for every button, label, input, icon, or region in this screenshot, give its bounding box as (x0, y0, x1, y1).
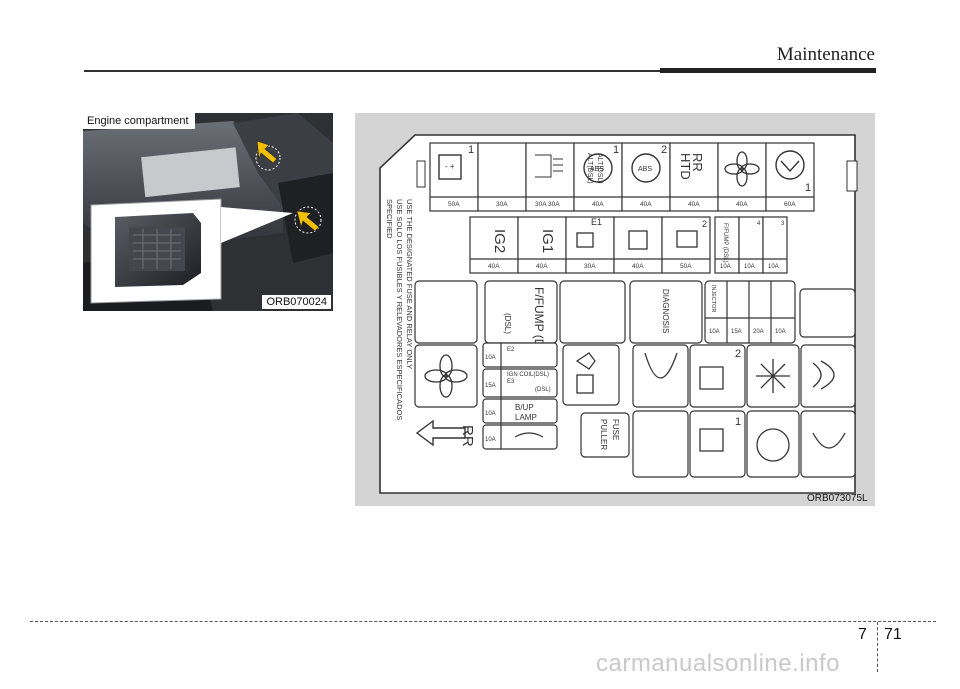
header-rule-accent (660, 68, 876, 73)
row2-fuse-amp-4: 50A (680, 263, 692, 270)
diagnosis-label: DIAGNOSIS (661, 289, 670, 333)
ffump-sub: (DSL) (503, 313, 512, 334)
top-fuse-amp-3: 40A (592, 201, 604, 208)
svg-text:ABS: ABS (638, 166, 652, 173)
rr-label: RR (459, 425, 476, 447)
row2-fuse-label-1: IG1 (539, 229, 556, 253)
top-fuse-amp-0: 50A (448, 201, 460, 208)
fuse-box-diagram: - + ABS ABS ALT(DSL) ALT(DSL) RR HTD 1 1… (355, 113, 875, 506)
note-line-3: SPECIFIED (385, 199, 394, 239)
top-fuse-amp-7: 60A (784, 201, 796, 208)
top-row-text-5: HTD (678, 153, 693, 180)
page-chapter: 7 (858, 626, 867, 643)
note-line-2: USE SOLO LOS FUSIBLES Y RELEVADORES ESPE… (395, 199, 404, 420)
footer-separator (877, 622, 878, 672)
top-row-text-1: ALT(DSL) (586, 153, 593, 184)
row3-amp-3: 10A (775, 329, 786, 335)
ecu-label: (DSL) (535, 387, 551, 393)
top-fuse-number-2: 1 (613, 144, 619, 156)
injector-label: INJECTOR (710, 285, 716, 312)
ign-label: IGN COIL(DSL) (507, 372, 549, 378)
row2-small-label-2: 3 (781, 221, 785, 227)
fuse-puller-1: FUSE (611, 419, 620, 440)
photo-label: Engine compartment (83, 113, 195, 129)
row3-amp-1: 15A (731, 329, 742, 335)
e3-label: E3 (507, 379, 515, 385)
lower-amp-2: 10A (485, 411, 496, 417)
top-fuse-number-1: 1 (468, 144, 474, 156)
svg-text:- +: - + (445, 162, 455, 171)
relay-number-1: 1 (735, 416, 741, 428)
note-line-1: USE THE DESIGNATED FUSE AND RELAY ONLY (405, 199, 414, 369)
row2-fuse-amp-0: 40A (488, 263, 500, 270)
row3-amp-0: 10A (709, 329, 720, 335)
svg-text:ABS: ABS (590, 166, 604, 173)
page-number: 71 (884, 626, 902, 643)
top-fuse-amp-4: 40A (640, 201, 652, 208)
header-rule (84, 70, 876, 72)
lower-amp-3: 10A (485, 437, 496, 443)
watermark: carmanualsonline.info (596, 650, 840, 677)
engine-photo-illustration (83, 113, 333, 311)
footer-dash (30, 621, 936, 622)
row2-fuse-label-2: E1 (591, 217, 602, 227)
row2-small-label-0: F/FUMP (DSL) (722, 223, 728, 263)
lower-amp-0: 10A (485, 355, 496, 361)
row2-small-amp-1: 10A (744, 264, 755, 270)
fuse-puller-2: PULLER (599, 419, 608, 450)
lower-amp-1: 15A (485, 383, 496, 389)
row2-fuse-label-0: IG2 (491, 229, 508, 253)
row3-amp-2: 20A (753, 329, 764, 335)
top-row-text-0: ALT(DSL) (596, 153, 603, 184)
bup-label-2: LAMP (515, 413, 537, 422)
top-fuse-amp-2: 30A 30A (535, 201, 560, 208)
top-fuse-amp-1: 30A (496, 201, 508, 208)
top-fuse-number-4: 1 (805, 182, 811, 194)
row2-fuse-amp-3: 40A (632, 263, 644, 270)
diagram-code: ORB073075L (807, 493, 868, 504)
engine-compartment-photo: Engine compartment ORB070024 (83, 113, 333, 311)
top-row-text-4: RR (690, 153, 705, 172)
e2-label: E2 (507, 347, 515, 353)
photo-code: ORB070024 (262, 295, 331, 309)
row2-fuse-amp-2: 30A (584, 263, 596, 270)
row2-small-amp-2: 10A (768, 264, 779, 270)
row2-small-label-1: 4 (757, 221, 761, 227)
header-title: Maintenance (776, 44, 875, 65)
top-fuse-amp-5: 40A (688, 201, 700, 208)
bup-label-1: B/UP (515, 403, 534, 412)
row2-fuse-label-4: 2 (702, 219, 707, 229)
relay-number-2: 2 (735, 348, 741, 360)
top-fuse-amp-6: 40A (736, 201, 748, 208)
fuse-layout: - + ABS ABS ALT(DSL) ALT(DSL) RR HTD 1 1… (379, 134, 868, 504)
top-fuse-number-3: 2 (661, 144, 667, 156)
row2-fuse-amp-1: 40A (536, 263, 548, 270)
row2-small-amp-0: 10A (720, 264, 731, 270)
